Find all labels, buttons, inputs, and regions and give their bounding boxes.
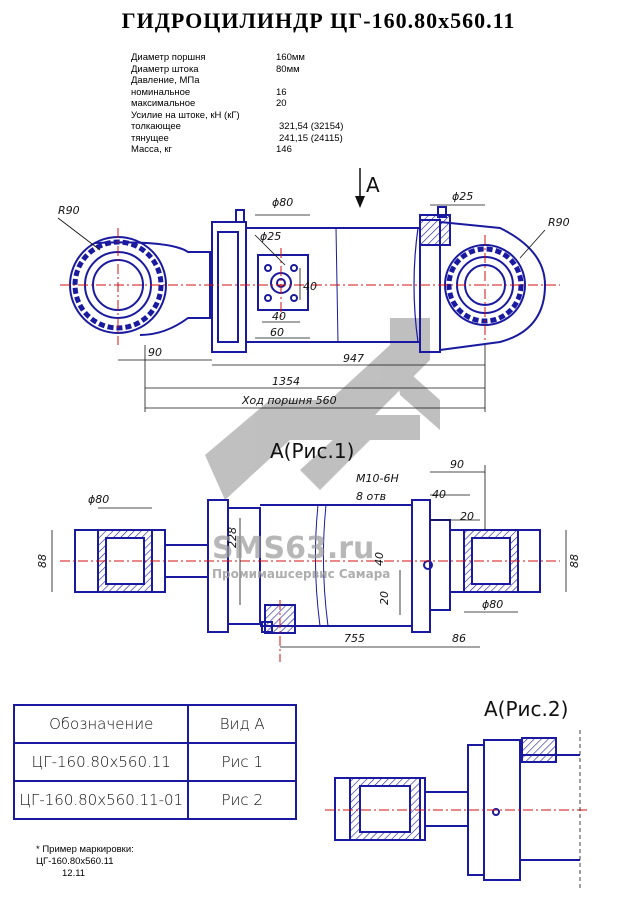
- variants-table: Обозначение Вид А ЦГ-160.80х560.11 Рис 1…: [12, 704, 297, 820]
- side-view-dimension-lines: [51, 465, 567, 648]
- side-dim-88-right: 88: [568, 554, 581, 568]
- side-dim-phi80-left: ϕ80: [88, 493, 109, 506]
- note-line: ЦГ-160.80х560.11: [36, 856, 114, 867]
- side-dim-755: 755: [344, 632, 365, 645]
- cylinder-side-view: [74, 499, 541, 634]
- holes-label: 8 отв: [356, 490, 386, 503]
- spec-value: 241,15 (24115): [279, 132, 343, 144]
- table-row: ЦГ-160.80х560.11 Рис 1: [12, 742, 297, 782]
- spec-value: 146: [276, 144, 292, 155]
- table-header-row: Обозначение Вид А: [12, 704, 297, 744]
- side-dim-phi40: 40: [373, 552, 386, 566]
- side-dim-88-left: 88: [36, 554, 49, 568]
- spec-value: 160мм: [276, 52, 305, 63]
- dim-40-horizontal: 40: [272, 310, 286, 323]
- table-header-cell: Обозначение: [12, 704, 190, 744]
- side-dim-228: 228: [226, 527, 239, 548]
- spec-label: максимальное: [131, 98, 196, 109]
- view-arrow-label: A: [366, 173, 380, 197]
- spec-label: Давление, МПа: [131, 75, 200, 86]
- spec-label: Диаметр поршня: [131, 52, 206, 63]
- side-dim-40: 40: [432, 488, 446, 501]
- dim-1354: 1354: [272, 375, 300, 388]
- side-dim-20-vertical: 20: [378, 591, 391, 605]
- dim-60: 60: [270, 326, 284, 339]
- dim-phi25-top: ϕ25: [452, 190, 473, 203]
- table-cell: ЦГ-160.80х560.11-01: [12, 780, 190, 820]
- spec-label: тянущее: [131, 132, 169, 144]
- dim-phi80: ϕ80: [272, 196, 293, 209]
- note-line: * Пример маркировки:: [36, 844, 134, 855]
- cylinder-flange: [211, 221, 247, 353]
- side-dim-phi80-right: ϕ80: [482, 598, 503, 611]
- spec-row: Давление, МПа: [131, 75, 361, 87]
- spec-row: Диаметр поршня 160мм: [131, 52, 361, 64]
- dim-r-right: R90: [548, 216, 570, 229]
- spec-row: максимальное 20: [131, 98, 361, 110]
- table-row: ЦГ-160.80х560.11-01 Рис 2: [12, 780, 297, 820]
- dim-947: 947: [343, 352, 364, 365]
- spec-row: Масса, кг 146: [131, 144, 361, 156]
- watermark-logo: [205, 318, 440, 500]
- top-view-dimension-lines: [57, 168, 546, 412]
- spec-label: толкающее: [131, 121, 181, 132]
- spec-value: 20: [276, 98, 287, 109]
- side-dim-20-horizontal: 20: [460, 510, 474, 523]
- spec-label: Усилие на штоке, кН (кГ): [131, 109, 240, 121]
- spec-row: Усилие на штоке, кН (кГ): [131, 110, 361, 122]
- watermark-subtitle: Промимашсервис Самара: [212, 567, 390, 581]
- thread-label: М10-6Н: [356, 472, 399, 485]
- marking-note: * Пример маркировки: ЦГ-160.80х560.11 12…: [36, 844, 134, 880]
- spec-row: номинальное 16: [131, 87, 361, 99]
- side-flange: [207, 499, 229, 633]
- note-line: 12.11: [62, 868, 86, 879]
- side-dim-86: 86: [452, 632, 466, 645]
- spec-value: 321,54 (32154): [279, 121, 344, 132]
- side-dim-90: 90: [450, 458, 464, 471]
- view3-caption: А(Рис.2): [484, 697, 568, 721]
- table-cell: ЦГ-160.80х560.11: [12, 742, 190, 782]
- spec-row: толкающее 321,54 (32154): [131, 121, 361, 133]
- drawing-title: ГИДРОЦИЛИНДР ЦГ-160.80х560.11: [121, 8, 516, 33]
- table-cell: Рис 1: [187, 742, 297, 782]
- dim-90: 90: [148, 346, 162, 359]
- view-arrow-icon: [355, 196, 365, 208]
- spec-label: Масса, кг: [131, 144, 172, 155]
- spec-label: Диаметр штока: [131, 63, 199, 75]
- dim-40-vertical: 40: [303, 280, 317, 293]
- table-header-cell: Вид А: [187, 704, 297, 744]
- dim-stroke: Ход поршня 560: [241, 394, 337, 407]
- spec-row: Диаметр штока 80мм: [131, 64, 361, 76]
- spec-value: 80мм: [276, 63, 300, 75]
- spec-value: 16: [276, 86, 287, 98]
- spec-label: номинальное: [131, 86, 191, 98]
- side-view-centerlines: [60, 560, 560, 662]
- watermark-brand: SMS63.ru: [212, 531, 374, 566]
- dim-r-left: R90: [58, 204, 80, 217]
- spec-row: тянущее 241,15 (24115): [131, 133, 361, 145]
- port-block: [257, 254, 309, 311]
- view2-caption: А(Рис.1): [270, 439, 354, 463]
- dim-phi25-port: ϕ25: [260, 230, 281, 243]
- top-view-centerlines: [60, 228, 560, 345]
- detail-view: [334, 737, 580, 881]
- table-cell: Рис 2: [187, 780, 297, 820]
